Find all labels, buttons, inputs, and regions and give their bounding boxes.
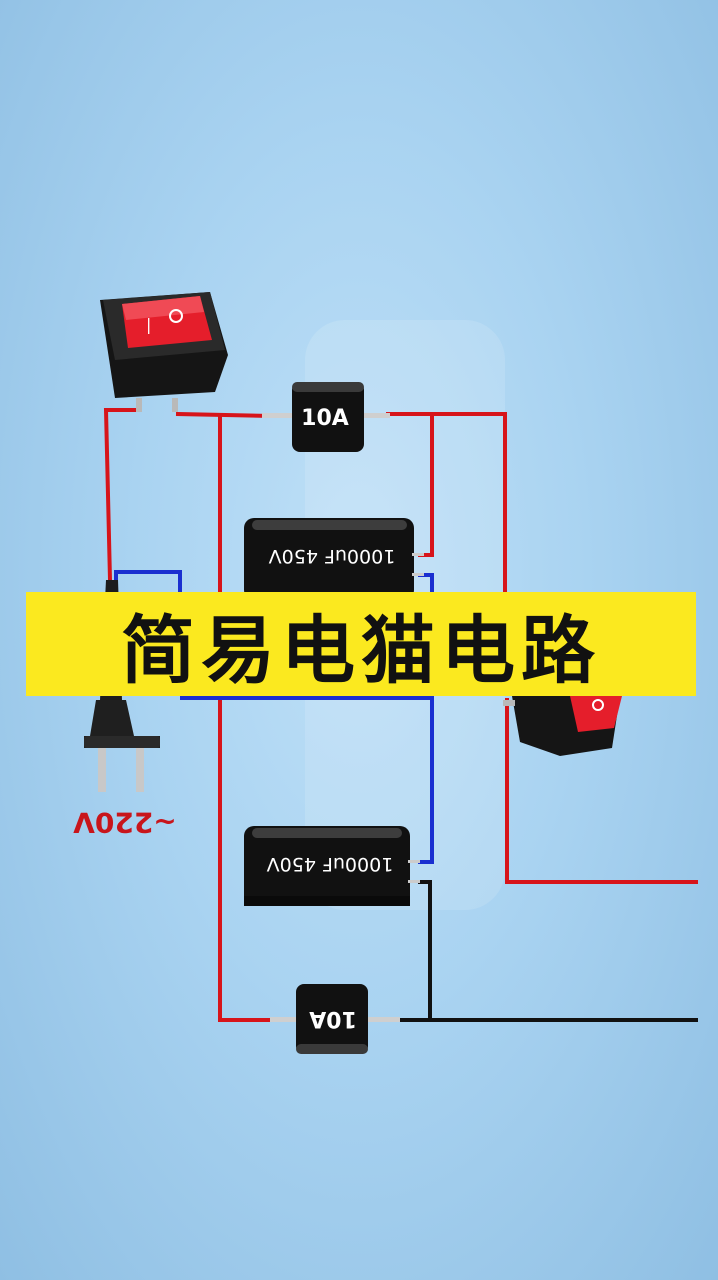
voltage-label: ~220V bbox=[73, 806, 177, 839]
wire-neutral-plug bbox=[114, 570, 182, 594]
capacitor-bottom: 1000uF 450V bbox=[244, 826, 420, 906]
fuse-bottom: 10A bbox=[270, 984, 400, 1054]
fuse-top-label: 10A bbox=[301, 406, 349, 431]
wire-output-vertical bbox=[418, 880, 432, 1022]
wire-live-right-output bbox=[505, 698, 698, 884]
fuse-bottom-label: 10A bbox=[309, 1006, 357, 1031]
capacitor-bottom-label: 1000uF 450V bbox=[267, 853, 394, 875]
capacitor-top: 1000uF 450V bbox=[244, 518, 424, 600]
capacitor-top-label: 1000uF 450V bbox=[269, 545, 396, 567]
wire-live-left-vertical bbox=[218, 414, 277, 1022]
rocker-switch-top: | bbox=[100, 292, 228, 412]
title-banner: 简易电猫电路 bbox=[26, 592, 696, 696]
page-title: 简易电猫电路 bbox=[121, 607, 601, 694]
rocker-switch-bottom bbox=[503, 696, 622, 756]
wire-live-fuse-to-right bbox=[386, 412, 507, 594]
wire-live-switch-to-fuse bbox=[175, 411, 273, 419]
wire-live-plug-to-switch bbox=[103, 408, 140, 583]
fuse-top: 10A bbox=[262, 382, 390, 452]
wire-neutral-mid bbox=[180, 696, 434, 864]
svg-text:|: | bbox=[146, 315, 151, 334]
